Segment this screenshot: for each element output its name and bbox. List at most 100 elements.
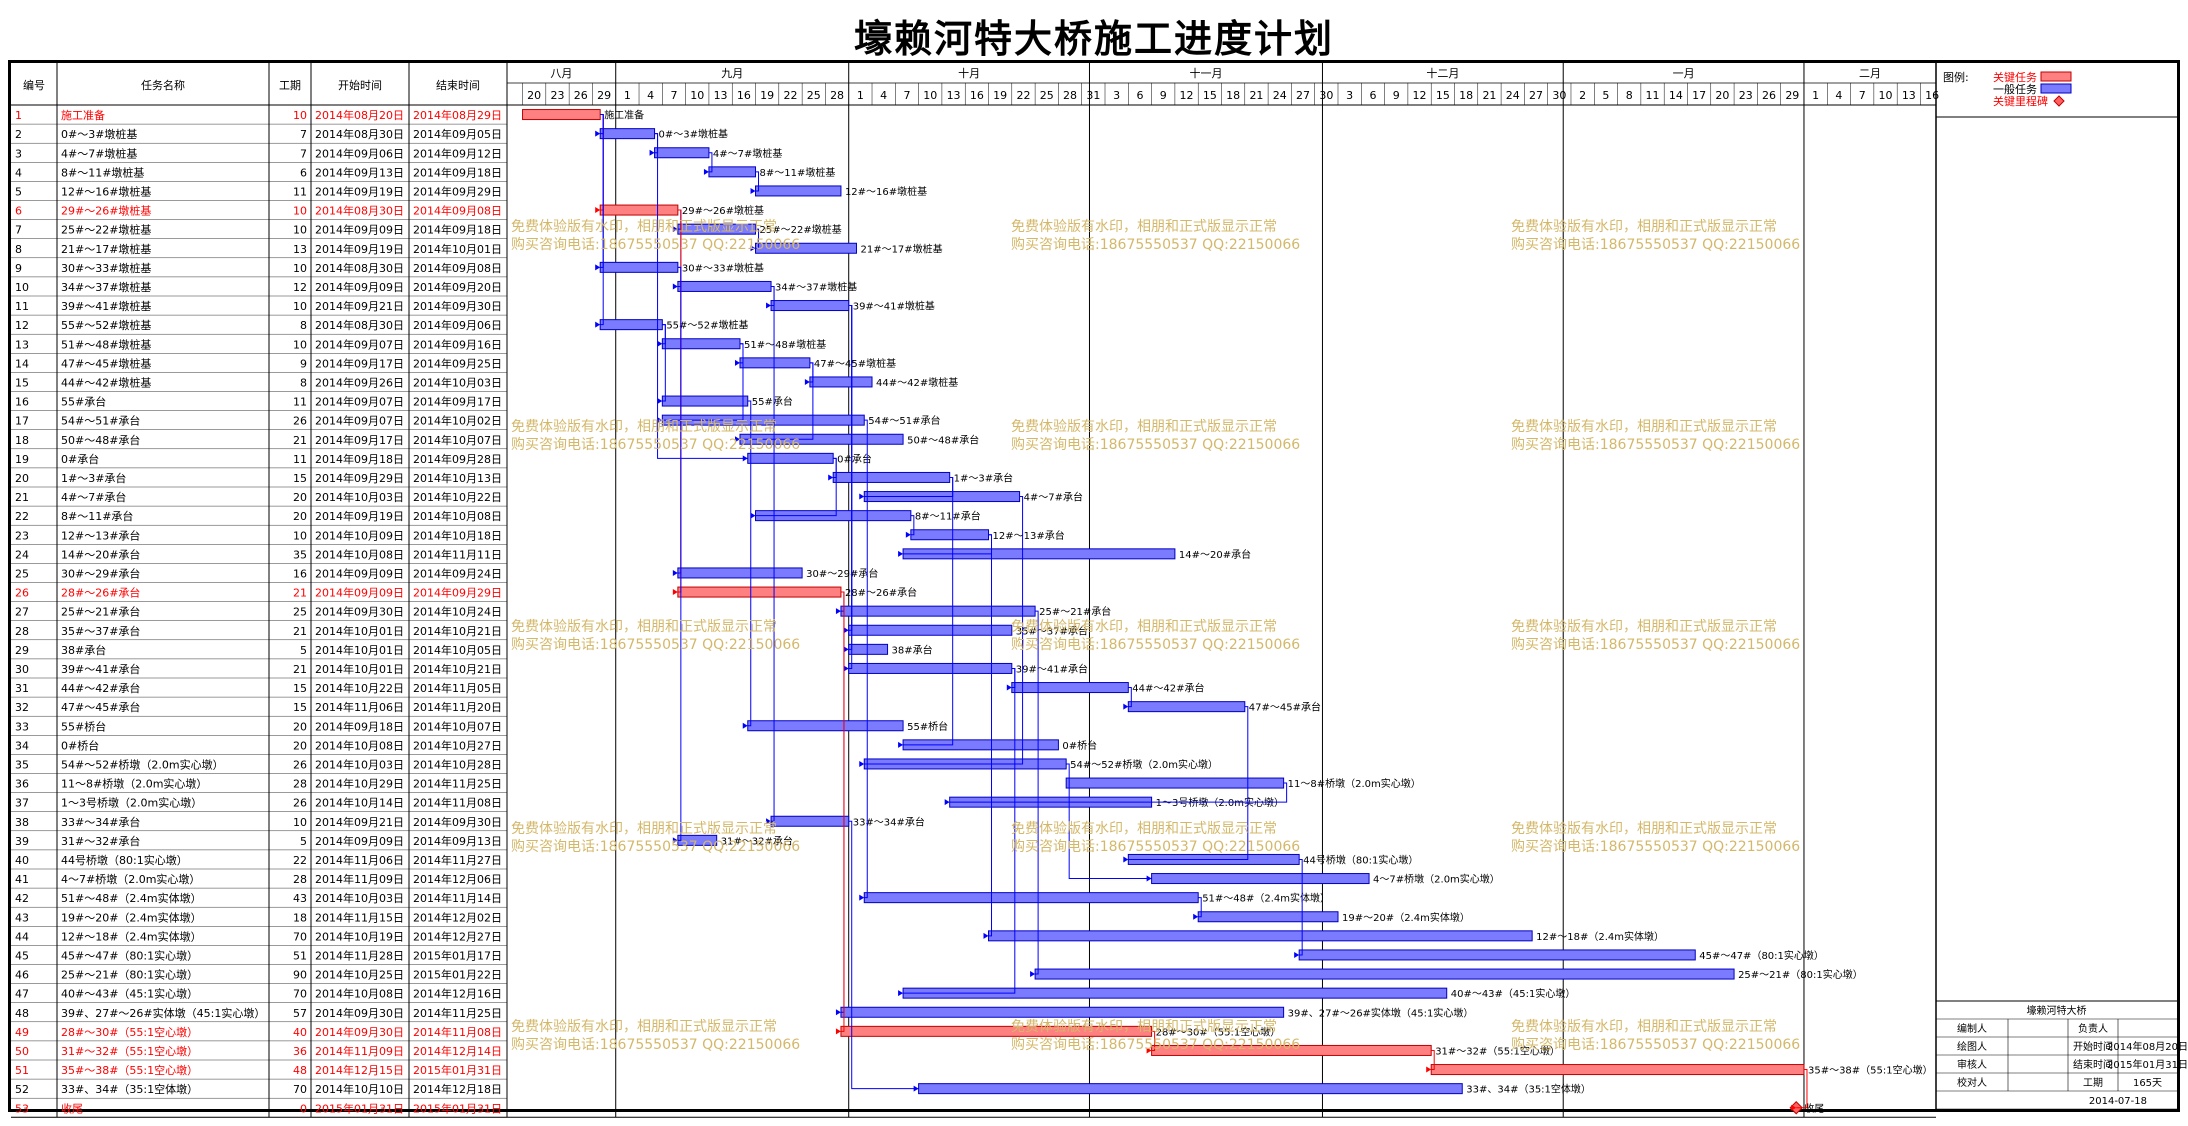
task-bar — [747, 720, 904, 732]
cell-id: 14 — [15, 357, 29, 370]
dependency-line — [988, 534, 993, 937]
dependency-line — [949, 782, 1288, 803]
cell-task-name: 12#～18#（2.4m实体墩） — [61, 929, 202, 943]
dependency-line — [755, 228, 760, 249]
watermark-line2: 购买咨询电话:18675550537 QQ:22150066 — [1511, 839, 1800, 855]
cell-end: 2014年10月27日 — [413, 738, 502, 752]
cell-start: 2014年09月17日 — [315, 356, 404, 370]
cell-duration: 8 — [300, 377, 307, 390]
cell-start: 2014年11月06日 — [315, 853, 404, 867]
dependency-arrow — [859, 760, 865, 767]
cell-id: 34 — [15, 739, 29, 752]
day-label: 25 — [1040, 89, 1054, 102]
day-label: 23 — [550, 89, 564, 102]
watermark-line2: 购买咨询电话:18675550537 QQ:22150066 — [1511, 637, 1800, 653]
cell-end: 2014年11月27日 — [413, 853, 502, 867]
cell-task-name: 25#～22#墩桩基 — [61, 223, 151, 237]
cell-task-name: 14#～20#承台 — [61, 547, 140, 561]
task-bar — [739, 357, 811, 369]
cell-end: 2014年09月20日 — [413, 280, 502, 294]
bar-label: 4～7#桥墩（2.0m实心墩） — [1373, 873, 1500, 886]
task-bar — [848, 643, 889, 655]
cell-duration: 21 — [293, 663, 307, 676]
cell-end: 2014年10月21日 — [413, 662, 502, 676]
cell-start: 2014年08月30日 — [315, 127, 404, 141]
day-label: 22 — [783, 89, 797, 102]
cell-duration: 20 — [293, 510, 307, 523]
cell-task-name: 28#～26#承台 — [61, 586, 140, 600]
cell-duration: 43 — [293, 892, 307, 905]
cell-end: 2014年10月28日 — [413, 758, 502, 772]
cell-id: 3 — [15, 147, 22, 160]
day-label: 14 — [1669, 89, 1683, 102]
bar-label: 28#～26#承台 — [845, 586, 917, 599]
cell-start: 2014年09月07日 — [315, 414, 404, 428]
cell-duration: 5 — [300, 835, 307, 848]
info-drawer-label: 绘图人 — [1957, 1040, 1987, 1053]
cell-id: 50 — [15, 1045, 29, 1058]
dependency-arrow — [835, 1009, 841, 1016]
watermark-line1: 免费体验版有水印，相朋和正式版显示正常 — [1011, 219, 1277, 235]
watermark-line1: 免费体验版有水印，相朋和正式版显示正常 — [1011, 1019, 1277, 1035]
cell-id: 1 — [15, 109, 22, 122]
day-label: 10 — [923, 89, 937, 102]
dependency-line — [677, 266, 682, 841]
watermark-line2: 购买咨询电话:18675550537 QQ:22150066 — [1511, 237, 1800, 253]
cell-task-name: 47#～45#承台 — [61, 700, 140, 714]
day-label: 31 — [1086, 89, 1100, 102]
task-bar — [599, 261, 679, 273]
cell-id: 12 — [15, 319, 29, 332]
cell-end: 2014年11月08日 — [413, 1025, 502, 1039]
dependency-line — [708, 152, 713, 173]
watermark-line1: 免费体验版有水印，相朋和正式版显示正常 — [511, 821, 777, 837]
cell-start: 2014年10月09日 — [315, 528, 404, 542]
dependency-arrow — [649, 149, 655, 156]
dependency-arrow — [750, 245, 756, 252]
bar-label: 39#～41#墩桩基 — [853, 300, 935, 313]
dependency-line — [848, 820, 919, 1090]
cell-start: 2014年09月09日 — [315, 223, 404, 237]
cell-end: 2014年09月05日 — [413, 127, 502, 141]
column-header: 结束时间 — [436, 79, 480, 92]
day-label: 30 — [1319, 89, 1333, 102]
cell-duration: 48 — [293, 1064, 307, 1077]
dependency-arrow — [1123, 703, 1129, 710]
cell-task-name: 39#～41#承台 — [61, 662, 140, 676]
cell-start: 2014年08月30日 — [315, 318, 404, 332]
dependency-arrow — [1146, 875, 1152, 882]
cell-end: 2014年09月18日 — [413, 165, 502, 179]
cell-end: 2014年11月05日 — [413, 681, 502, 695]
bar-label: 40#～43#（45:1实心墩） — [1451, 987, 1576, 1000]
day-label: 27 — [1529, 89, 1543, 102]
day-label: 3 — [1346, 89, 1353, 102]
cell-duration: 70 — [293, 1083, 307, 1096]
cell-duration: 40 — [293, 1026, 307, 1039]
cell-id: 51 — [15, 1064, 29, 1077]
cell-duration: 10 — [293, 224, 307, 237]
cell-end: 2014年10月07日 — [413, 719, 502, 733]
day-label: 29 — [597, 89, 611, 102]
cell-duration: 36 — [293, 1045, 307, 1058]
column-header: 编号 — [23, 78, 45, 92]
day-label: 3 — [1113, 89, 1120, 102]
cell-task-name: 12#～13#承台 — [61, 528, 140, 542]
cell-start: 2014年09月13日 — [315, 165, 404, 179]
day-label: 21 — [1249, 89, 1263, 102]
cell-duration: 10 — [293, 205, 307, 218]
bar-label: 55#桥台 — [907, 720, 948, 733]
bar-label: 31#～32#承台 — [721, 834, 793, 847]
cell-start: 2015年01月31日 — [315, 1101, 404, 1115]
cell-end: 2014年09月08日 — [413, 261, 502, 275]
task-bar — [1011, 682, 1129, 694]
cell-task-name: 25#～21#承台 — [61, 605, 140, 619]
day-label: 15 — [1203, 89, 1217, 102]
watermark-line2: 购买咨询电话:18675550537 QQ:22150066 — [1011, 1037, 1300, 1053]
cell-start: 2014年09月06日 — [315, 146, 404, 160]
task-bar — [988, 930, 1533, 942]
bar-label: 0#～3#墩桩基 — [659, 128, 728, 141]
cell-id: 45 — [15, 950, 29, 963]
dependency-arrow — [944, 799, 950, 806]
cell-start: 2014年10月14日 — [315, 796, 404, 810]
cell-duration: 15 — [293, 701, 307, 714]
